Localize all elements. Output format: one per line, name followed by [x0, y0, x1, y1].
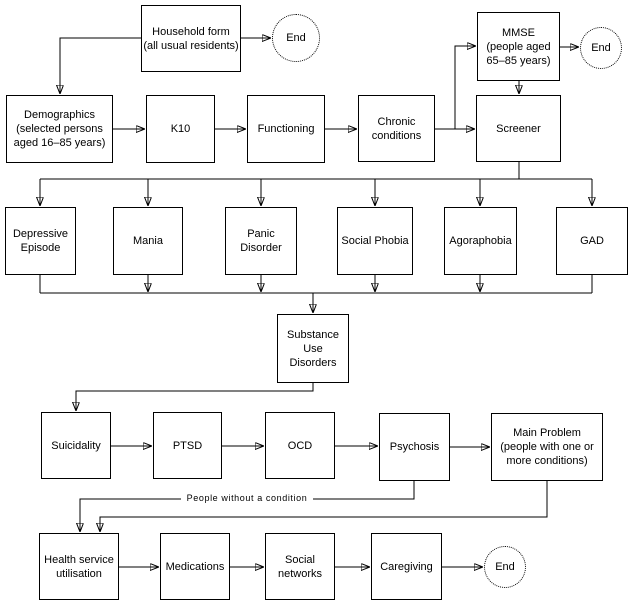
node-chronic-conditions: Chronic conditions — [358, 95, 435, 162]
edge-chronic-to-mmse — [454, 46, 475, 129]
edge-household-form-to-demographics — [60, 37, 141, 93]
node-household-form: Household form (all usual residents) — [141, 5, 241, 72]
end-circle-top-right: End — [580, 27, 622, 69]
node-k10: K10 — [146, 95, 215, 163]
node-social-networks: Social networks — [265, 533, 335, 600]
end-circle-bottom: End — [484, 546, 526, 588]
node-demographics: Demographics (selected persons aged 16–8… — [6, 95, 113, 163]
node-social-phobia: Social Phobia — [337, 207, 413, 275]
node-caregiving: Caregiving — [371, 533, 442, 600]
node-substance-use-disorders: Substance Use Disorders — [277, 314, 349, 383]
node-main-problem: Main Problem (people with one or more co… — [491, 413, 603, 481]
node-screener: Screener — [476, 95, 561, 162]
edge-main-problem-to-health-service — [100, 481, 548, 531]
node-ocd: OCD — [265, 412, 335, 479]
node-mania: Mania — [113, 207, 183, 275]
node-health-service-utilisation: Health service utilisation — [39, 533, 119, 600]
node-psychosis: Psychosis — [379, 413, 450, 481]
end-circle-top-left: End — [272, 14, 320, 62]
node-depressive-episode: Depressive Episode — [5, 207, 76, 275]
edge-substance-use-to-suicidality — [76, 383, 314, 410]
node-gad: GAD — [556, 207, 628, 275]
node-medications: Medications — [160, 533, 230, 600]
node-functioning: Functioning — [247, 95, 325, 163]
edge-people-without-condition — [80, 481, 415, 531]
node-agoraphobia: Agoraphobia — [444, 207, 517, 275]
node-mmse: MMSE (people aged 65–85 years) — [477, 12, 560, 81]
node-ptsd: PTSD — [153, 412, 222, 479]
node-suicidality: Suicidality — [41, 412, 111, 479]
node-panic-disorder: Panic Disorder — [225, 207, 297, 275]
people-without-condition-label: People without a condition — [181, 492, 313, 505]
